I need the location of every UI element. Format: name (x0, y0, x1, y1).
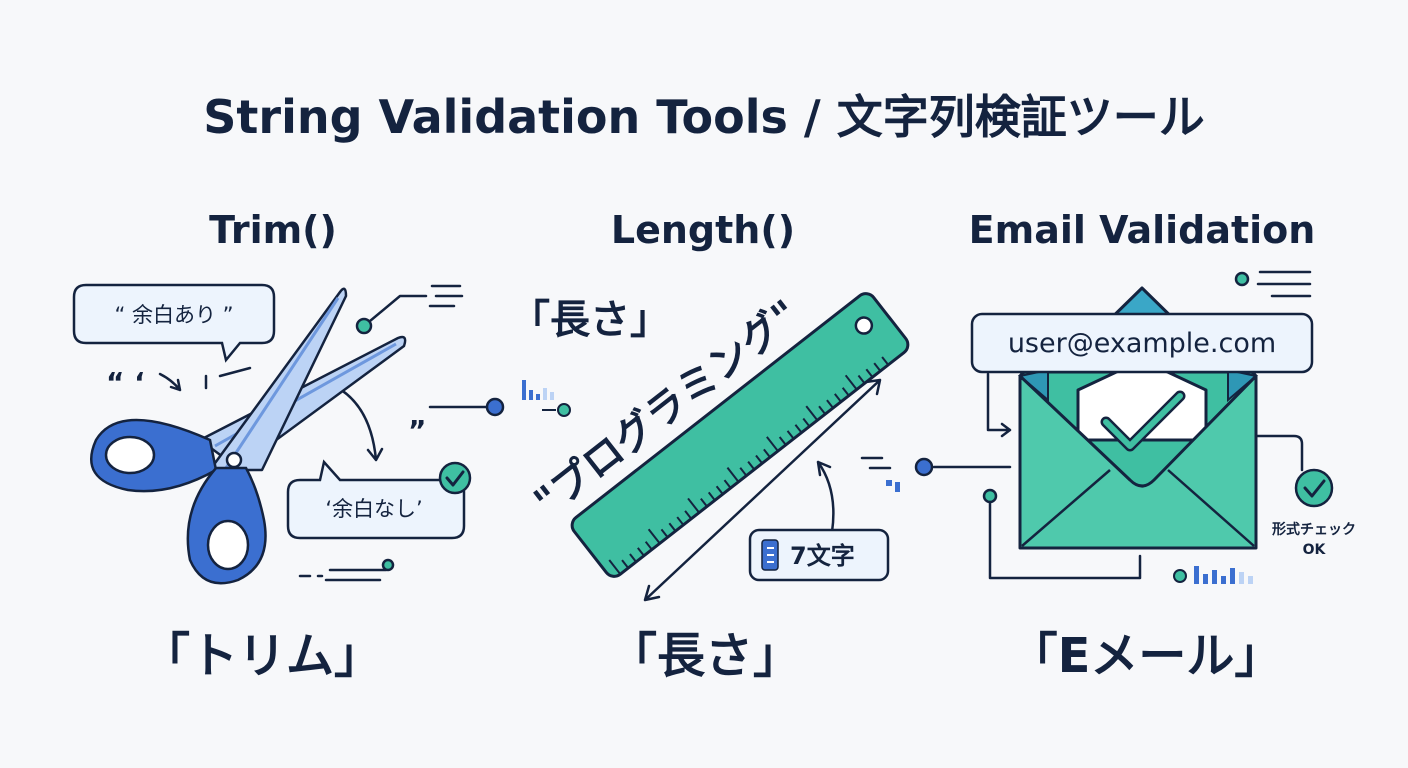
trim-heading: Trim() (209, 208, 337, 252)
speed-lines (298, 568, 388, 582)
connector-line (860, 456, 1012, 470)
ruler-tick (786, 430, 795, 440)
email-field: user@example.com (970, 312, 1314, 374)
trim-bottom-label: 「トリム」 (142, 628, 382, 684)
length-heading: Length() (611, 208, 795, 252)
checkmark-icon (1103, 393, 1183, 449)
ruler-tick (844, 374, 858, 391)
ruler-tick (647, 528, 661, 545)
email-panel: user@example.com 形式チェック OK 「Eメール」 (860, 270, 1356, 684)
ruler-tick (802, 417, 811, 428)
ruler-tick (755, 454, 763, 464)
ruler-tick (637, 547, 645, 557)
ruler-tick (747, 461, 756, 471)
connector-line (988, 500, 1142, 580)
ruler-tick (794, 424, 803, 434)
node-dot (982, 488, 998, 504)
ruler-icon (570, 292, 910, 578)
ruler-tick (668, 522, 677, 532)
bubble-with-whitespace: “ 余白あり ” (72, 283, 276, 363)
length-top-label: 「長さ」 (510, 297, 670, 343)
email-value: user@example.com (1008, 328, 1276, 359)
ruler-tick (881, 356, 890, 366)
ruler-tick (660, 528, 669, 538)
ruler-tick (766, 436, 779, 452)
length-arrow (643, 378, 882, 602)
ruler-tick (778, 436, 787, 446)
node-dot (381, 558, 395, 572)
status-check-icon (1294, 468, 1334, 508)
ruler-tick (834, 393, 842, 403)
ruler-tick (644, 541, 653, 551)
node-dot (1234, 271, 1250, 287)
ruler-tick (818, 405, 826, 415)
length-panel: 「長さ」 "プログラミング" 7文字 「長さ」 (510, 292, 910, 684)
whitespace-marks (204, 366, 252, 390)
ruler-tick (723, 479, 732, 489)
ruler-tick (873, 362, 882, 372)
chart-bars-icon (522, 380, 571, 417)
ruler-tick (676, 516, 685, 526)
trim-panel: “ 余白あり ” “ ‘ ” ‘余白なし’ (72, 283, 571, 684)
char-count-badge: 7文字 (748, 528, 890, 582)
checkmark-icon (438, 461, 472, 495)
ruler-tick (739, 467, 748, 477)
ruler-tick (865, 368, 874, 378)
ruler-tick (687, 497, 700, 514)
email-heading: Email Validation (969, 208, 1316, 252)
node-dot (355, 317, 373, 335)
ruler-tick (608, 559, 622, 575)
envelope-icon (1017, 286, 1259, 550)
ruler-tick (726, 467, 740, 483)
ruler-tick (805, 405, 819, 421)
connector-line (986, 372, 1012, 438)
ruler-tick (700, 497, 708, 508)
char-count-text: 7文字 (790, 542, 855, 570)
ruler-tick (684, 510, 693, 520)
bubble-before-text: “ 余白あり ” (114, 303, 233, 327)
length-bottom-label: 「長さ」 (609, 628, 801, 684)
ruler-tick (857, 374, 866, 384)
ruler-tick (841, 387, 850, 397)
ruler-tick (621, 559, 629, 569)
connector-line (1254, 434, 1304, 472)
chart-bars-icon (1173, 566, 1253, 584)
ruler-tick (629, 553, 637, 563)
ruler-tick (707, 491, 716, 501)
bubble-without-whitespace: ‘余白なし’ (286, 459, 466, 540)
ruler-tick (763, 448, 771, 458)
ruler-tick (715, 485, 724, 495)
page-title: String Validation Tools / 文字列検証ツール (203, 90, 1204, 144)
quote-open-mark: “ ‘ (106, 366, 145, 399)
scissors-icon (90, 287, 407, 585)
status-label-line2: OK (1303, 542, 1327, 558)
speed-lines (1256, 270, 1312, 298)
email-bottom-label: 「Eメール」 (1010, 628, 1283, 684)
quote-close-mark: ” (408, 414, 426, 447)
ruler-tick (826, 399, 834, 409)
node-dot (914, 457, 934, 477)
connector-line (362, 284, 464, 328)
arrow-icon (158, 372, 182, 392)
status-label-line1: 形式チェック (1272, 521, 1356, 538)
curved-arrow-icon (816, 460, 835, 534)
node-dot (485, 397, 505, 417)
bubble-after-text: ‘余白なし’ (325, 497, 422, 521)
